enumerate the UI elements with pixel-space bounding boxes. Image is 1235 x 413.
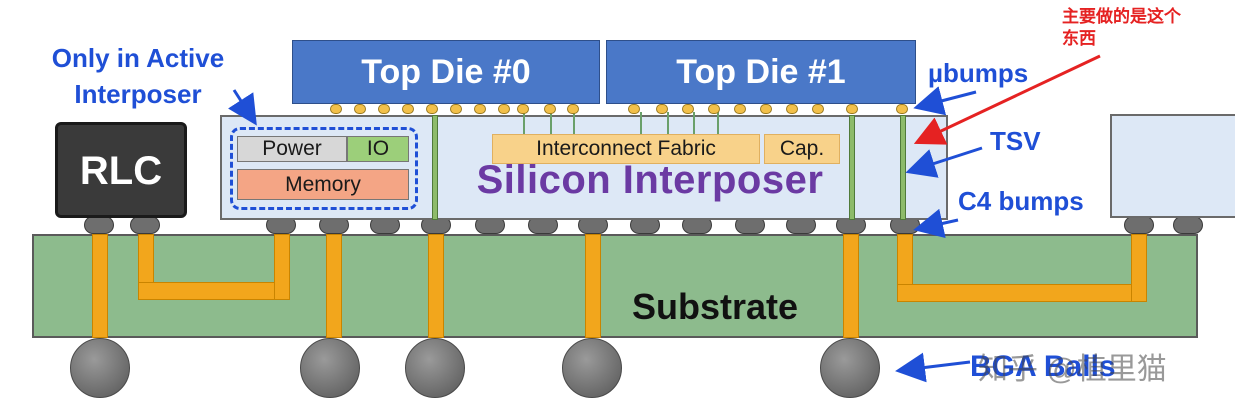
- micro-bump: [682, 104, 694, 114]
- top-die-0: Top Die #0: [292, 40, 600, 104]
- tsv-label: TSV: [990, 126, 1041, 156]
- micro-bump: [628, 104, 640, 114]
- silicon-interposer: [220, 115, 948, 220]
- arrow-annotation: [913, 54, 1101, 145]
- watermark: 知乎 @植里猫: [978, 353, 1167, 386]
- adjacent-die: [1110, 114, 1235, 218]
- fabric-line: [523, 112, 525, 134]
- interposer-label: Silicon Interposer: [476, 158, 824, 202]
- micro-bump: [708, 104, 720, 114]
- bga-ball: [562, 338, 622, 398]
- fabric-line: [667, 112, 669, 134]
- micro-bump: [426, 104, 438, 114]
- micro-bump: [786, 104, 798, 114]
- arrow-bga: [895, 352, 971, 383]
- power-block: Power: [237, 136, 347, 162]
- arrow-c4: [913, 208, 959, 239]
- micro-bump: [402, 104, 414, 114]
- ubumps-label: µbumps: [928, 58, 1029, 88]
- substrate-label: Substrate: [631, 286, 799, 327]
- bga-ball: [820, 338, 880, 398]
- micro-bump: [474, 104, 486, 114]
- micro-bump: [330, 104, 342, 114]
- micro-bump: [354, 104, 366, 114]
- fabric-line: [640, 112, 642, 134]
- capacitor-block: Cap.: [764, 134, 840, 164]
- chinese-annotation: 主要做的是这个 东西: [1062, 7, 1181, 48]
- arrow-active: [228, 89, 257, 126]
- io-block: IO: [347, 136, 409, 162]
- substrate-trace: [585, 234, 601, 338]
- micro-bump: [567, 104, 579, 114]
- micro-bump: [450, 104, 462, 114]
- memory-block: Memory: [237, 169, 409, 200]
- micro-bump: [378, 104, 390, 114]
- tsv: [432, 115, 438, 220]
- substrate-trace: [92, 234, 108, 338]
- arrow-ubumps: [913, 86, 977, 116]
- micro-bump: [517, 104, 529, 114]
- arrow-tsv: [905, 146, 983, 178]
- top-die-1: Top Die #1: [606, 40, 916, 104]
- fabric-line: [550, 112, 552, 134]
- bga-ball: [405, 338, 465, 398]
- active-region-box: [230, 127, 418, 210]
- bga-label: BGA Balls: [970, 350, 1116, 383]
- substrate-trace: [326, 234, 342, 338]
- fabric-line: [717, 112, 719, 134]
- fabric-line: [573, 112, 575, 134]
- rlc-component: RLC: [55, 122, 187, 218]
- micro-bump: [656, 104, 668, 114]
- micro-bump: [896, 104, 908, 114]
- micro-bump: [812, 104, 824, 114]
- fabric-line: [693, 112, 695, 134]
- active-interposer-note: Only in Active Interposer: [51, 43, 225, 109]
- micro-bump: [544, 104, 556, 114]
- substrate-trace: [274, 234, 290, 300]
- micro-bump: [760, 104, 772, 114]
- substrate-trace: [1131, 234, 1147, 302]
- interconnect-fabric-block: Interconnect Fabric: [492, 134, 760, 164]
- substrate-trace: [428, 234, 444, 338]
- bga-ball: [70, 338, 130, 398]
- micro-bump: [734, 104, 746, 114]
- micro-bump: [498, 104, 510, 114]
- micro-bump: [846, 104, 858, 114]
- bga-ball: [300, 338, 360, 398]
- tsv: [849, 115, 855, 220]
- substrate-trace: [843, 234, 859, 338]
- c4-label: C4 bumps: [958, 186, 1084, 216]
